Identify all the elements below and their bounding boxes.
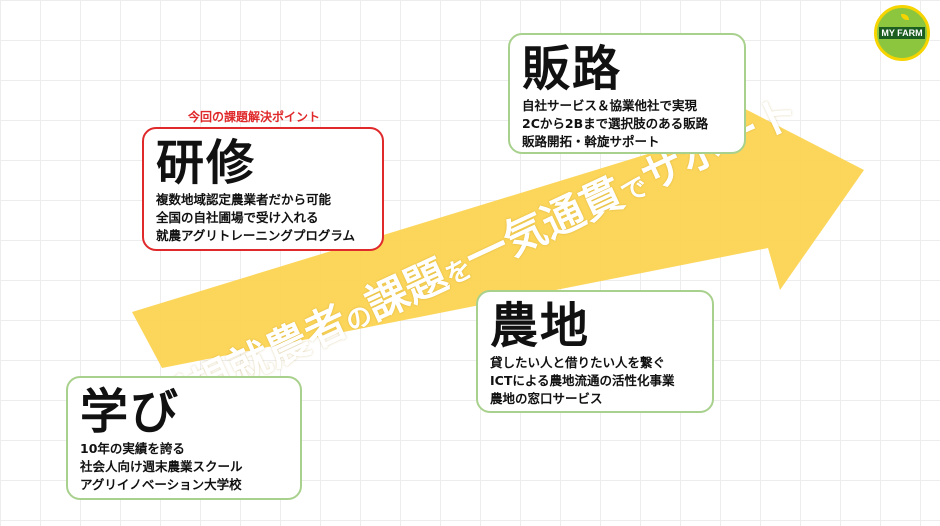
big-arrow (132, 96, 864, 368)
card-line: 貸したい人と借りたい人を繋ぐ (490, 355, 666, 370)
card-description: 10年の実績を誇る 社会人向け週末農業スクール アグリイノベーション大学校 (80, 440, 288, 494)
card-line: アグリイノベーション大学校 (80, 477, 242, 492)
card-line: 農地の窓口サービス (490, 391, 603, 406)
leaf-icon (901, 14, 909, 20)
card-title: 学び (80, 384, 181, 440)
card-nouchi: 農地 貸したい人と借りたい人を繋ぐ ICTによる農地流通の活性化事業 農地の窓口… (476, 290, 714, 413)
card-line: 就農アグリトレーニングプログラム (156, 228, 356, 243)
card-line: 複数地域認定農業者だから可能 (156, 192, 332, 207)
card-title: 農地 (490, 298, 591, 354)
card-line: 10年の実績を誇る (80, 441, 185, 456)
card-kenshu: 研修 複数地域認定農業者だから可能 全国の自社圃場で受け入れる 就農アグリトレー… (142, 127, 384, 251)
card-description: 自社サービス＆協業他社で実現 2Cから2Bまで選択肢のある販路 販路開拓・斡旋サ… (522, 97, 732, 151)
card-line: 社会人向け週末農業スクール (80, 459, 243, 474)
logo-text: MY FARM (879, 27, 925, 39)
card-description: 貸したい人と借りたい人を繋ぐ ICTによる農地流通の活性化事業 農地の窓口サービ… (490, 354, 700, 408)
card-line: 2Cから2Bまで選択肢のある販路 (522, 116, 709, 131)
card-line: 自社サービス＆協業他社で実現 (522, 98, 698, 113)
card-line: 販路開拓・斡旋サポート (522, 134, 660, 149)
card-hanro: 販路 自社サービス＆協業他社で実現 2Cから2Bまで選択肢のある販路 販路開拓・… (508, 33, 746, 154)
card-line: ICTによる農地流通の活性化事業 (490, 373, 675, 388)
callout-label: 今回の課題解決ポイント (188, 110, 321, 124)
card-line: 全国の自社圃場で受け入れる (156, 210, 319, 225)
my-farm-logo: MY FARM (874, 5, 930, 61)
card-manabi: 学び 10年の実績を誇る 社会人向け週末農業スクール アグリイノベーション大学校 (66, 376, 302, 500)
card-title: 研修 (156, 135, 257, 191)
card-description: 複数地域認定農業者だから可能 全国の自社圃場で受け入れる 就農アグリトレーニング… (156, 191, 370, 245)
card-title: 販路 (522, 41, 623, 97)
